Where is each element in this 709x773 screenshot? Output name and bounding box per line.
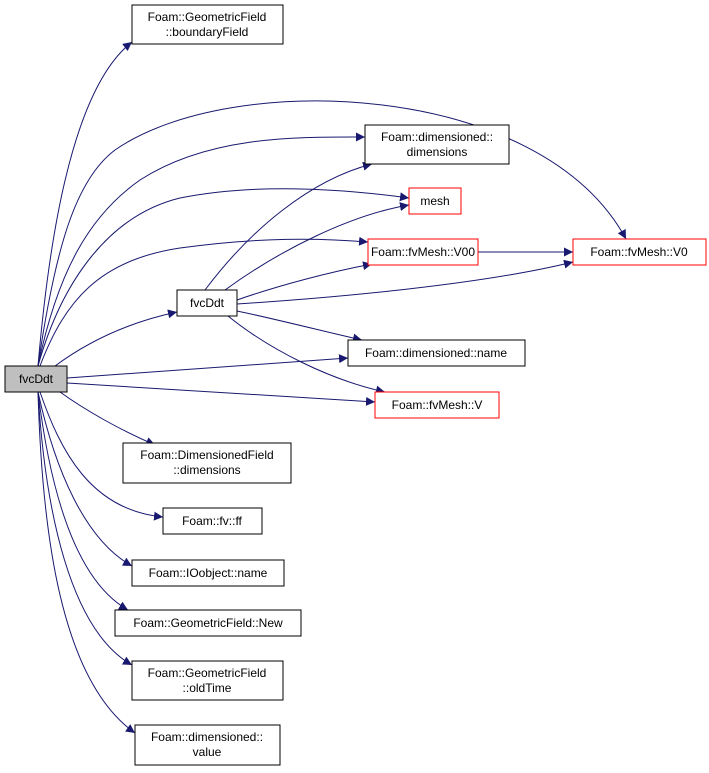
svg-text:::oldTime: ::oldTime — [183, 681, 232, 695]
node-dimensioned-name[interactable]: Foam::dimensioned::name — [347, 339, 526, 367]
svg-text:Foam::fvMesh::V0: Foam::fvMesh::V0 — [590, 245, 688, 259]
edge-root-DimensionedField-dimensions — [59, 391, 156, 446]
edge-root-ff — [39, 391, 164, 521]
edge-root-oldTime — [37, 391, 133, 666]
svg-text:dimensions: dimensions — [407, 145, 468, 159]
edge-root-V — [66, 382, 376, 406]
svg-text:Foam::GeometricField: Foam::GeometricField — [148, 10, 267, 24]
node-dimensionedfield-dimensions[interactable]: Foam::DimensionedField ::dimensions — [122, 442, 292, 484]
svg-text:Foam::dimensioned::: Foam::dimensioned:: — [151, 730, 263, 744]
edge-root-mesh — [37, 188, 410, 367]
edge-fvcDdt-V — [227, 315, 386, 395]
edge-root-V00 — [39, 236, 369, 367]
node-geometricfield-boundaryfield[interactable]: Foam::GeometricField ::boundaryField — [131, 4, 284, 45]
node-fvcDdt-inner[interactable]: fvcDdt — [176, 289, 238, 317]
node-fvcDdt-root[interactable]: fvcDdt — [4, 365, 68, 393]
node-dimensioned-dimensions[interactable]: Foam::dimensioned:: dimensions — [364, 124, 510, 165]
svg-text:Foam::dimensioned::name: Foam::dimensioned::name — [365, 346, 507, 360]
svg-text:Foam::fvMesh::V: Foam::fvMesh::V — [392, 398, 483, 412]
node-fvmesh-v[interactable]: Foam::fvMesh::V — [374, 391, 500, 419]
svg-text:Foam::dimensioned::: Foam::dimensioned:: — [381, 130, 493, 144]
edge-root-IOobject-name — [37, 391, 133, 567]
edge-fvcDdt-V00 — [236, 261, 373, 301]
edge-root-fvcDdt — [54, 309, 178, 367]
svg-text:::dimensions: ::dimensions — [173, 463, 240, 477]
svg-text:fvcDdt: fvcDdt — [190, 296, 225, 310]
edge-fvcDdt-V0 — [236, 259, 574, 305]
svg-text:Foam::IOobject::name: Foam::IOobject::name — [149, 566, 268, 580]
node-mesh[interactable]: mesh — [408, 187, 462, 215]
node-geometricfield-new[interactable]: Foam::GeometricField::New — [114, 609, 302, 637]
svg-text:value: value — [193, 745, 222, 759]
edge-root-boundaryField — [37, 41, 133, 367]
edge-root-dimensioned-dimensions — [37, 132, 366, 367]
svg-text:fvcDdt: fvcDdt — [19, 372, 54, 386]
edge-fvcDdt-dimensioned-dimensions — [204, 161, 373, 291]
svg-text:Foam::GeometricField::New: Foam::GeometricField::New — [133, 616, 283, 630]
node-ioobject-name[interactable]: Foam::IOobject::name — [131, 559, 285, 587]
edge-fvcDdt-mesh — [224, 202, 410, 291]
edges — [37, 41, 627, 734]
svg-text:mesh: mesh — [420, 194, 449, 208]
node-fvmesh-v00[interactable]: Foam::fvMesh::V00 — [367, 238, 479, 266]
edge-root-GeometricField-New — [37, 391, 129, 611]
node-dimensioned-value[interactable]: Foam::dimensioned:: value — [134, 724, 281, 766]
node-fv-ff[interactable]: Foam::fv::ff — [162, 507, 263, 535]
edge-root-V0 — [37, 100, 627, 367]
svg-text:Foam::fv::ff: Foam::fv::ff — [182, 514, 242, 528]
node-geometricfield-oldtime[interactable]: Foam::GeometricField ::oldTime — [131, 660, 284, 701]
edge-fvcDdt-dimensioned-name — [236, 310, 363, 343]
svg-text:Foam::fvMesh::V00: Foam::fvMesh::V00 — [371, 245, 475, 259]
svg-text:Foam::DimensionedField: Foam::DimensionedField — [140, 448, 273, 462]
svg-text:::boundaryField: ::boundaryField — [166, 25, 249, 39]
node-fvmesh-v0[interactable]: Foam::fvMesh::V0 — [572, 238, 707, 266]
svg-text:Foam::GeometricField: Foam::GeometricField — [148, 666, 267, 680]
edge-root-dimensioned-name — [66, 354, 349, 379]
edge-root-value — [37, 391, 136, 734]
